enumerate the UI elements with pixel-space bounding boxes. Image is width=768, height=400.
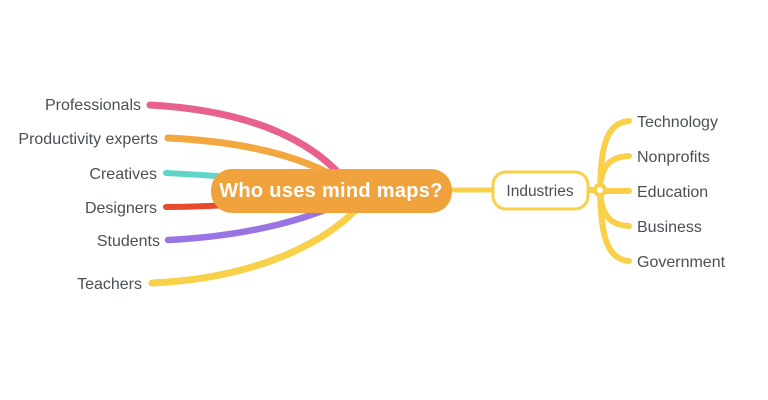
- right-branch-labels: Technology Nonprofits Education Business…: [637, 114, 726, 271]
- industries-node[interactable]: Industries: [491, 170, 590, 211]
- topic-label-education[interactable]: Education: [637, 184, 708, 201]
- branch-curve-professionals: [146, 101, 352, 188]
- topic-label-government[interactable]: Government: [637, 254, 726, 271]
- topic-label-business[interactable]: Business: [637, 219, 702, 236]
- branch-junction-dot[interactable]: [593, 183, 607, 197]
- topic-label-teachers[interactable]: Teachers: [77, 276, 142, 293]
- topic-label-nonprofits[interactable]: Nonprofits: [637, 149, 710, 166]
- topic-label-productivity-experts[interactable]: Productivity experts: [18, 131, 158, 148]
- industries-node-shape[interactable]: [491, 170, 590, 211]
- center-node-shape[interactable]: [211, 169, 452, 213]
- topic-label-students[interactable]: Students: [97, 233, 160, 250]
- center-node[interactable]: Who uses mind maps?: [211, 169, 452, 213]
- topic-label-designers[interactable]: Designers: [85, 200, 157, 217]
- topic-label-creatives[interactable]: Creatives: [89, 166, 157, 183]
- left-branch-labels: Professionals Productivity experts Creat…: [18, 97, 160, 293]
- industries-node-label[interactable]: Industries: [506, 183, 573, 200]
- topic-label-professionals[interactable]: Professionals: [45, 97, 141, 114]
- branch-curve-government: [597, 187, 632, 264]
- right-branch-curves: [450, 118, 632, 264]
- branch-curve-teachers: [148, 201, 364, 287]
- topic-label-technology[interactable]: Technology: [637, 114, 718, 131]
- center-node-label[interactable]: Who uses mind maps?: [219, 180, 443, 202]
